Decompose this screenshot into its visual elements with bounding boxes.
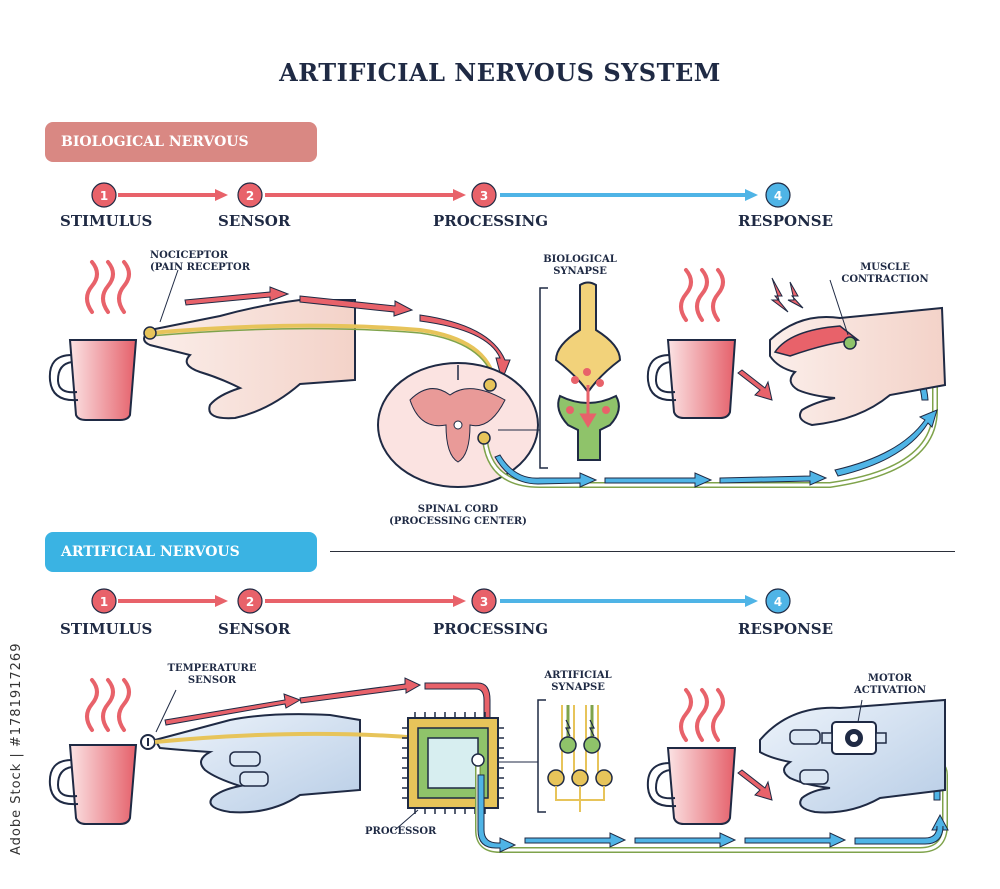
biological-synapse-label-line-2: SYNAPSE: [553, 266, 607, 277]
artificial-synapse-label-line-2: SYNAPSE: [551, 682, 605, 693]
art-step-4-label: RESPONSE: [738, 620, 834, 638]
human-hand-left: [143, 299, 356, 420]
motor-activation-label-line-1: MOTOR: [867, 673, 913, 684]
robot-hand-left: [153, 713, 361, 814]
hot-cup-icon-response: [646, 268, 737, 419]
artificial-motor-arrows: [477, 762, 949, 853]
art-step-4-number: 4: [774, 595, 782, 609]
motor-activation-label-line-2: ACTIVATION: [853, 685, 926, 696]
artificial-synapse-icon: [547, 705, 613, 812]
artificial-synapse-label-line-1: ARTIFICIAL: [544, 670, 612, 681]
spinal-cord-label: SPINAL CORD (PROCESSING CENTER): [388, 504, 528, 528]
art-step-1-number: 1: [100, 595, 108, 609]
bio-step-flow: [91, 182, 791, 208]
motor-gear-icon: [821, 721, 887, 755]
nociceptor-label-line-2: (PAIN RECEPTOR: [150, 262, 251, 273]
muscle-contraction-label-line-2: CONTRACTION: [841, 274, 929, 285]
art-step-flow: [91, 588, 791, 614]
spinal-cord-label-line-1: SPINAL CORD: [417, 504, 499, 515]
nociceptor-label-line-1: NOCICEPTOR: [150, 250, 229, 261]
art-step-3-label: PROCESSING: [433, 620, 549, 638]
temperature-sensor-label-line-2: SENSOR: [187, 675, 237, 686]
motor-activation-label: MOTOR ACTIVATION: [850, 673, 930, 697]
bio-step-4-number: 4: [774, 189, 782, 203]
art-step-3-number: 3: [480, 595, 488, 609]
bio-step-3-number: 3: [480, 189, 488, 203]
art-step-2-label: SENSOR: [218, 620, 291, 638]
nociceptor-label: NOCICEPTOR (PAIN RECEPTOR: [150, 250, 280, 274]
spinal-cord-label-line-2: (PROCESSING CENTER): [389, 516, 527, 527]
bio-step-1-number: 1: [100, 189, 108, 203]
section-divider: [330, 551, 955, 552]
artificial-section-heading: ARTIFICIAL NERVOUS SYSTEM: [45, 532, 317, 600]
temperature-sensor-label: TEMPERATURE SENSOR: [162, 663, 262, 687]
biological-synapse-label-line-1: BIOLOGICAL: [543, 254, 617, 265]
hot-cup-icon-artificial: [48, 678, 138, 825]
bio-step-4-label: RESPONSE: [738, 212, 834, 230]
processor-chip-icon: [402, 712, 504, 814]
muscle-contraction-label-line-1: MUSCLE: [860, 262, 910, 273]
bio-step-3-label: PROCESSING: [433, 212, 549, 230]
bio-step-1-label: STIMULUS: [60, 212, 153, 230]
muscle-contraction-label: MUSCLE CONTRACTION: [835, 262, 935, 286]
processor-label: PROCESSOR: [365, 826, 437, 837]
bio-step-2-label: SENSOR: [218, 212, 291, 230]
spinal-cord-icon: [377, 362, 539, 488]
page-title: ARTIFICIAL NERVOUS SYSTEM: [279, 58, 721, 87]
art-step-2-number: 2: [246, 595, 254, 609]
biological-synapse-icon: [554, 281, 622, 461]
bio-step-2-number: 2: [246, 189, 254, 203]
hot-cup-icon-artificial-response: [646, 688, 737, 825]
temperature-sensor-label-line-1: TEMPERATURE: [167, 663, 257, 674]
art-step-1-label: STIMULUS: [60, 620, 153, 638]
biological-synapse-label: BIOLOGICAL SYNAPSE: [540, 254, 620, 278]
robot-hand-right: [759, 698, 946, 814]
hot-cup-icon: [48, 260, 138, 421]
artificial-synapse-label: ARTIFICIAL SYNAPSE: [538, 670, 618, 694]
human-hand-right: [769, 306, 947, 427]
biological-section-heading: BIOLOGICAL NERVOUS SYSTEM: [45, 122, 317, 190]
